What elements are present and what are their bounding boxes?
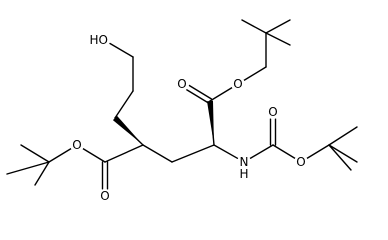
single-bond — [114, 90, 134, 119]
stereo-wedges — [112, 100, 214, 145]
single-bond — [243, 66, 267, 82]
stereo-wedge — [112, 115, 143, 145]
atom-label-background — [266, 105, 280, 119]
atom-label-ester-right-carbonyl-o: O — [177, 77, 186, 91]
molecule-structure: HO O O O O N O O H — [6, 19, 358, 203]
single-bond — [142, 144, 173, 163]
atom-label-ester-left-carbonyl-o: O — [100, 189, 109, 203]
single-bond — [265, 32, 291, 46]
double-bond-line — [185, 89, 210, 104]
atom-label-carbamate-ether-o: O — [296, 155, 305, 169]
single-bond — [20, 144, 50, 163]
atom-label-background — [231, 77, 245, 91]
atom-label-carbamate-carbonyl-o: O — [268, 105, 277, 119]
single-bond — [6, 161, 50, 175]
atom-label-amine-n: N — [240, 155, 249, 169]
single-bond — [213, 144, 239, 160]
atom-label-background — [70, 138, 84, 152]
single-bond — [34, 161, 50, 186]
atom-label-background — [98, 189, 112, 203]
single-bond — [171, 144, 215, 163]
atom-label-ester-left-ether-o: O — [72, 138, 81, 152]
double-bond-line — [188, 84, 212, 100]
single-bond — [48, 147, 72, 163]
bonds — [6, 19, 358, 190]
atom-label-background — [88, 30, 108, 50]
atom-label-background — [237, 155, 251, 169]
single-bond — [82, 147, 106, 163]
single-bond — [272, 144, 296, 160]
single-bond — [328, 144, 358, 163]
single-bond — [328, 144, 352, 171]
single-bond — [265, 19, 291, 34]
atom-label-hydroxyl: HO — [90, 33, 108, 47]
single-bond — [328, 126, 358, 146]
atom-labels: HO O O O O N O O H — [70, 30, 308, 203]
single-bond — [241, 19, 267, 34]
single-bond — [209, 86, 233, 102]
single-bond — [249, 144, 274, 160]
atom-label-ester-right-ether-o: O — [233, 77, 242, 91]
atom-label-background — [175, 77, 189, 91]
single-bond — [109, 42, 134, 58]
stereo-wedge — [207, 100, 214, 145]
single-bond — [104, 144, 144, 163]
atom-label-amine-h: H — [239, 167, 248, 181]
single-bond — [306, 144, 330, 160]
atom-label-background — [294, 155, 308, 169]
